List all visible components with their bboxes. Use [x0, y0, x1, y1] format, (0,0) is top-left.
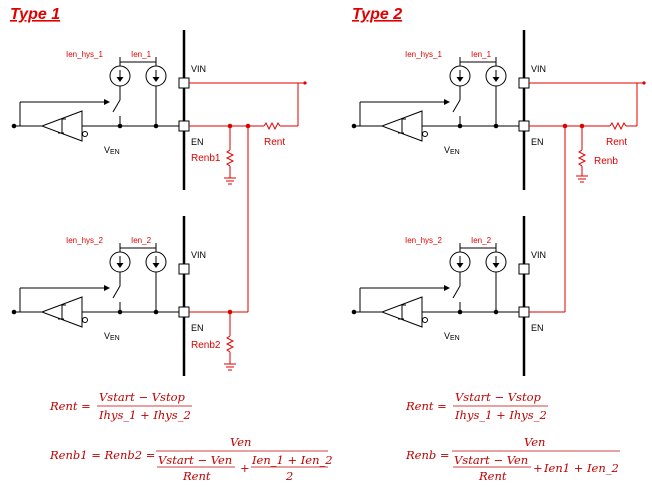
- svg-text:Rent: Rent: [182, 469, 211, 483]
- svg-text:Renb =: Renb =: [405, 448, 450, 462]
- type2-title: Type 2: [352, 6, 402, 23]
- type1-bottom-ien-label: Ien_2: [131, 236, 152, 245]
- type1-renb1-label: Renb1: [191, 153, 221, 164]
- svg-text:2: 2: [285, 469, 293, 483]
- svg-text:+: +: [533, 461, 543, 475]
- type1-renb2-label: Renb2: [191, 340, 221, 351]
- type2-top-vin-pin: VIN: [531, 64, 546, 74]
- svg-text:Rent: Rent: [478, 469, 507, 483]
- type1-bottom-en-pin: EN: [191, 323, 204, 333]
- type2-top-en-pin: EN: [531, 137, 544, 147]
- type2-top-ien-hys-label: Ien_hys_1: [405, 50, 442, 59]
- type2-bottom-vin-pin: VIN: [531, 250, 546, 260]
- type1-top-en-pin: EN: [191, 137, 204, 147]
- type1-rent-label: Rent: [264, 137, 285, 148]
- type2-bottom-ien-hys-label: Ien_hys_2: [405, 236, 442, 245]
- svg-text:Vstart − Vstop: Vstart − Vstop: [99, 390, 186, 404]
- type1-bottom-ien-hys-label: Ien_hys_2: [66, 236, 103, 245]
- svg-text:Ihys_1 + Ihys_2: Ihys_1 + Ihys_2: [454, 408, 547, 422]
- svg-text:Vstart − Ven: Vstart − Ven: [454, 453, 528, 467]
- type1-external-network: [189, 81, 307, 371]
- type2-external-network: [529, 81, 646, 313]
- svg-text:Ven: Ven: [230, 435, 251, 449]
- type1-top-ien-label: Ien_1: [131, 50, 152, 59]
- type1-bottom-ven-label: VEN: [104, 331, 120, 342]
- svg-text:Rent =: Rent =: [49, 399, 91, 413]
- type2-equation-renb: Renb = Ven Vstart − Ven Rent + Ien1 + Ie…: [405, 435, 620, 483]
- type1-title: Type 1: [10, 6, 60, 23]
- type1-top-ven-label: VEN: [104, 145, 120, 156]
- type1-top-ien-hys-label: Ien_hys_1: [66, 50, 103, 59]
- type2-top-ien-label: Ien_1: [471, 50, 492, 59]
- svg-text:Ien1 + Ien_2: Ien1 + Ien_2: [543, 461, 619, 475]
- svg-text:Ihys_1 + Ihys_2: Ihys_1 + Ihys_2: [98, 408, 191, 422]
- type2-renb-label: Renb: [594, 156, 618, 167]
- svg-text:Rent =: Rent =: [405, 399, 447, 413]
- type1-bottom-vin-pin: VIN: [191, 250, 206, 260]
- type2-top-ven-label: VEN: [444, 145, 460, 156]
- type1-equation-rent: Rent = Vstart − Vstop Ihys_1 + Ihys_2: [49, 390, 192, 422]
- type2-equation-rent: Rent = Vstart − Vstop Ihys_1 + Ihys_2: [405, 390, 548, 422]
- type2-bottom-ven-label: VEN: [444, 331, 460, 342]
- type1-equation-renb: Renb1 = Renb2 = Ven Vstart − Ven Rent + …: [49, 435, 333, 483]
- svg-text:Ven: Ven: [524, 435, 545, 449]
- type2-bottom-ien-label: Ien_2: [471, 236, 492, 245]
- svg-text:Renb1 = Renb2 =: Renb1 = Renb2 =: [49, 448, 155, 462]
- type2-rent-label: Rent: [606, 137, 627, 148]
- type1-top-vin-pin: VIN: [191, 64, 206, 74]
- svg-text:Ien_1 + Ien_2: Ien_1 + Ien_2: [251, 453, 333, 467]
- type2-bottom-en-pin: EN: [531, 323, 544, 333]
- svg-text:+: +: [240, 461, 250, 475]
- svg-text:Vstart − Ven: Vstart − Ven: [158, 453, 232, 467]
- svg-text:Vstart − Vstop: Vstart − Vstop: [455, 390, 542, 404]
